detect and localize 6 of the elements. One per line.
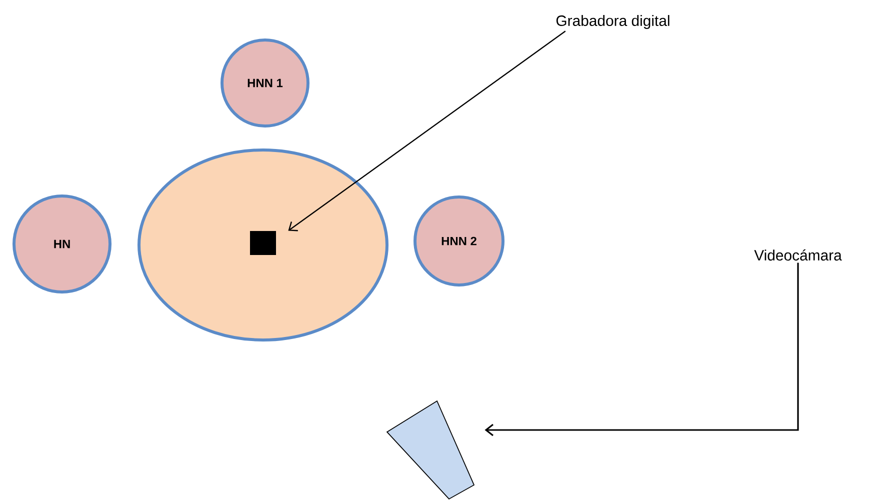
recorder-square (250, 231, 276, 255)
arrow (484, 262, 799, 436)
table-ellipse (138, 148, 388, 342)
callout-text: Videocámara (754, 249, 842, 261)
arrow (288, 30, 566, 232)
callout-text: Grabadora digital (556, 15, 670, 29)
